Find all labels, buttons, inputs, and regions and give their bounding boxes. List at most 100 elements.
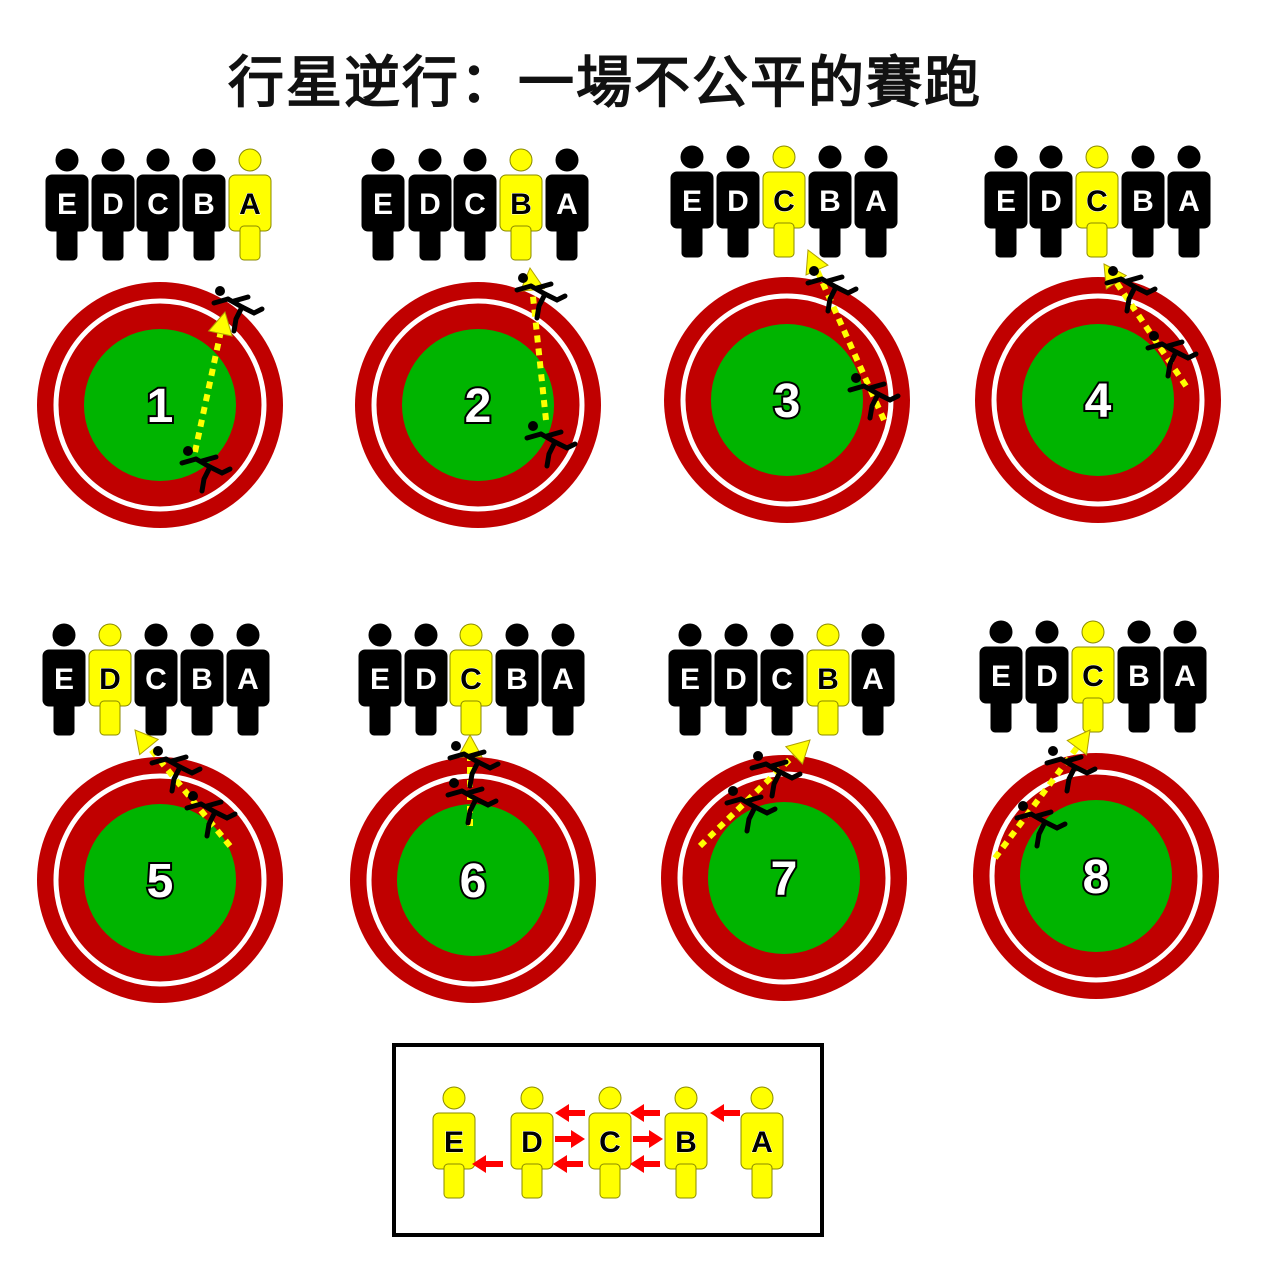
runner-icon xyxy=(724,786,778,834)
person-label: C xyxy=(1086,185,1108,218)
person-head xyxy=(598,1086,622,1110)
person-legs xyxy=(147,225,169,261)
runner-head xyxy=(188,791,198,801)
runner-head xyxy=(851,373,861,383)
person-label: E xyxy=(680,663,700,696)
running-track xyxy=(975,277,1221,523)
person-head xyxy=(1081,620,1105,644)
person-label: C xyxy=(145,663,167,696)
page-title: 行星逆行：一場不公平的賽跑 xyxy=(228,51,982,116)
person-D: D xyxy=(510,1086,554,1199)
person-label: D xyxy=(725,663,747,696)
person-legs xyxy=(99,700,121,736)
person-A: A xyxy=(851,623,895,736)
field xyxy=(84,804,236,956)
person-label: C xyxy=(1082,660,1104,693)
person-label: B xyxy=(819,185,841,218)
person-label: D xyxy=(1036,660,1058,693)
person-legs xyxy=(862,700,884,736)
person-legs xyxy=(771,700,793,736)
field xyxy=(711,324,863,476)
field xyxy=(1022,324,1174,476)
motion-arrow xyxy=(134,729,233,848)
runner-legs xyxy=(467,759,501,789)
person-legs xyxy=(817,700,839,736)
person-head xyxy=(509,148,533,172)
person-label: C xyxy=(460,663,482,696)
person-label: E xyxy=(444,1126,464,1159)
person-legs xyxy=(53,700,75,736)
runner-legs xyxy=(744,804,778,834)
arrow-dotted-line xyxy=(992,745,1080,860)
runner-head xyxy=(809,266,819,276)
person-A: A xyxy=(228,148,272,261)
panel-number: 3 xyxy=(774,375,801,428)
runner-legs xyxy=(825,284,859,314)
runner-head xyxy=(1149,331,1159,341)
person-label: E xyxy=(991,660,1011,693)
runner-head xyxy=(728,786,738,796)
person-legs xyxy=(1178,222,1200,258)
person-label: B xyxy=(191,663,213,696)
person-D: D xyxy=(88,623,132,736)
person-C: C xyxy=(1071,620,1115,733)
person-E: E xyxy=(668,623,712,736)
person-C: C xyxy=(762,145,806,258)
person-legs xyxy=(1128,697,1150,733)
person-label: E xyxy=(682,185,702,218)
person-head xyxy=(989,620,1013,644)
person-legs xyxy=(556,225,578,261)
panel-number: 5 xyxy=(147,855,174,908)
person-head xyxy=(674,1086,698,1110)
red-arrow-left xyxy=(553,1155,583,1173)
person-label: C xyxy=(599,1126,621,1159)
panel-number: 8 xyxy=(1083,851,1110,904)
person-C: C xyxy=(136,148,180,261)
runner-icon xyxy=(184,791,238,839)
person-A: A xyxy=(1167,145,1211,258)
person-label: A xyxy=(237,663,259,696)
runner-icon xyxy=(1044,746,1098,794)
person-head xyxy=(994,145,1018,169)
person-legs xyxy=(510,225,532,261)
arrow-head xyxy=(649,1130,663,1148)
red-arrow-left xyxy=(630,1155,660,1173)
person-legs xyxy=(464,225,486,261)
person-head xyxy=(236,623,260,647)
runner-arms xyxy=(1044,754,1084,766)
arrow-head xyxy=(630,1155,644,1173)
runner-legs xyxy=(867,391,901,421)
person-head xyxy=(418,148,442,172)
runner-arms xyxy=(149,754,189,766)
person-legs xyxy=(1036,697,1058,733)
person-label: A xyxy=(556,188,578,221)
runner-arms xyxy=(524,429,564,441)
running-track xyxy=(350,757,596,1003)
person-D: D xyxy=(404,623,448,736)
person-legs xyxy=(990,697,1012,733)
person-C: C xyxy=(588,1086,632,1199)
motion-arrow xyxy=(192,310,233,453)
person-legs xyxy=(443,1163,465,1199)
running-track xyxy=(355,282,601,528)
person-legs xyxy=(679,700,701,736)
arrow-head xyxy=(553,1155,567,1173)
person-label: B xyxy=(675,1126,697,1159)
running-track xyxy=(661,755,907,1001)
runner-head xyxy=(518,273,528,283)
runner-icon xyxy=(749,751,803,799)
person-head xyxy=(1173,620,1197,644)
person-D: D xyxy=(714,623,758,736)
person-label: C xyxy=(771,663,793,696)
arrow-dotted-line xyxy=(529,289,549,421)
lane-line xyxy=(53,298,267,512)
person-head xyxy=(442,1086,466,1110)
runner-legs xyxy=(231,304,265,334)
